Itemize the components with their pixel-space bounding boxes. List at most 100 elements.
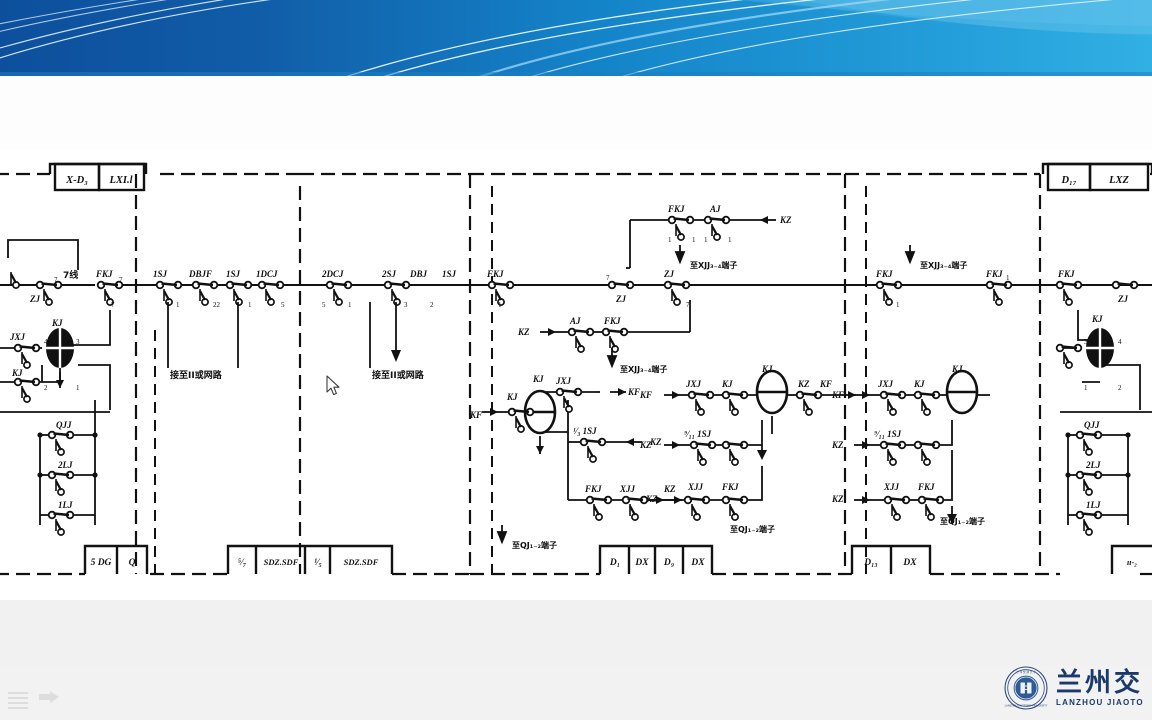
contact-label-ZJ-b: ZJ [615,294,626,304]
contact-label-1LJ-far: 1LJ [1086,500,1101,510]
terminal-label-KZ-b: KZ [517,327,530,337]
box-label-LXI: LXI.l [108,175,132,186]
svg-text:2: 2 [430,301,434,309]
center-relay-group: KJ JXJ KJ KF KF ¹⁄₃ 1SJ KZ FKJ XJJ KZ [469,374,683,522]
contact-label-half-1SJ-r: ⁹⁄₁₁ 1SJ [684,429,712,439]
terminal-label-KF-e: KF [831,390,844,400]
contact-label-AJ-up: AJ [709,204,721,214]
terminal-label-KZ-r2: KZ [645,494,658,504]
terminal-label-KZ-d: KZ [663,484,676,494]
contact-label-FKJ: FKJ [95,269,113,279]
svg-text:1: 1 [896,301,900,309]
contact-label-XJJ-rp: XJJ [883,482,900,492]
contact-label-JXJ-center: JXJ [555,376,572,386]
box-label-SDZSDF-2: SDZ.SDF [344,557,379,567]
contact-label-2LJ: 2LJ [57,460,73,470]
contact-label-FKJ-up: FKJ [667,204,685,214]
box-label-5DG: 5 DG [91,558,112,568]
contact-label-FKJ-c: FKJ [875,269,893,279]
mouse-cursor [326,375,340,396]
right-middle-relay-group: KF JXJ KJ KJ KZ KF KZ ⁹⁄₁₁ 1SJ KZ XJJ FK… [639,364,857,522]
contact-label-QJJ: QJJ [56,420,72,430]
contact-label-AJ-lo: AJ [569,316,581,326]
relay-label-KJ-far: KJ [1091,314,1103,324]
contact-label-1SJ: 1SJ [153,269,168,279]
svg-text:7: 7 [686,301,690,309]
contact-label-FKJ-rp: FKJ [917,482,935,492]
contact-label-2LJ-far: 2LJ [1085,460,1101,470]
svg-text:1: 1 [1084,384,1088,392]
svg-text:1: 1 [704,236,708,244]
contact-label-2SJ: 2SJ [381,269,397,279]
svg-text:1: 1 [692,236,696,244]
banner-graphic [0,0,1152,76]
relay-label-KJ-center: KJ [532,374,544,384]
svg-text:1: 1 [76,384,80,392]
relay-label-KJ-rp: KJ [913,379,925,389]
contact-label-XJJ-r: XJJ [687,482,704,492]
svg-text:5: 5 [281,301,285,309]
contact-label-ZJ-d: ZJ [1117,294,1128,304]
bus-label-7line: 7线 [63,269,78,281]
terminal-label-KF-d: KF [819,379,832,389]
svg-text:1: 1 [348,301,352,309]
contact-label-half-1SJ: ¹⁄₃ 1SJ [573,426,597,436]
box-label-DX-1: DX [634,558,649,568]
contact-label-DBJF: DBJF [188,269,212,279]
svg-text:1: 1 [498,301,502,309]
contact-label-JXJ-rp: JXJ [877,379,894,389]
relay-label-KJ-r2: KJ [761,364,773,374]
svg-text:7: 7 [54,276,58,284]
terminal-label-KZ-r: KZ [639,440,652,450]
contact-label-ZJ-c: ZJ [663,269,674,279]
terminal-label-KZ-rp: KZ [831,440,844,450]
svg-text:5: 5 [322,301,326,309]
box-label-5-7: ⁵⁄₇ [238,558,247,568]
svg-text:22: 22 [213,301,221,309]
terminal-label-KZ: KZ [779,215,792,225]
header-banner [0,0,1152,76]
svg-text:兰 州 交 通 大 学: 兰 州 交 通 大 学 [1016,670,1036,674]
box-label-DX-2: DX [690,558,705,568]
contact-label-2DCJ: 2DCJ [321,269,344,279]
relay-label-KJ-r: KJ [721,379,733,389]
annotation-8: 至QJ₁₋₂端子 [940,516,985,526]
svg-text:2: 2 [1118,384,1122,392]
bottom-toolbar [0,666,1152,720]
box-label-D13: D₁₃ [863,558,878,568]
box-label-Q: Q [129,558,136,568]
contact-label-FKJ-bot: FKJ [584,484,602,494]
svg-text:1: 1 [668,236,672,244]
contact-label-KJ: KJ [11,368,23,378]
svg-text:3: 3 [76,338,80,346]
annotation-2: 接至II或网路 [372,369,425,381]
menu-icon[interactable] [8,692,28,709]
left-switch-ladder: QJJ 2LJ 1LJ [37,400,98,537]
svg-text:LANZHOU JIAOTONG UNIVERSITY: LANZHOU JIAOTONG UNIVERSITY [1005,703,1048,707]
box-label-D9: D₉ [663,558,674,568]
box-label-D17: D₁₇ [1061,175,1077,186]
contact-label-XJJ-bot: XJJ [619,484,636,494]
annotation-5: 至XJJ₃₋₄端子 [920,260,967,270]
contact-label-KJ-center: KJ [506,392,518,402]
box-label-DX-3: DX [902,558,917,568]
box-label-XD3: X-D₃ [65,175,88,186]
annotation-1: 接至II或网路 [170,369,223,381]
rightpanel-relay-group: KF JXJ KJ KJ KZ ⁹⁄₁₁ 1SJ KZ XJJ FKJ [831,364,990,524]
schematic-drawing: ZJ FKJ 7线 1SJ DBJF 1SJ 1DCJ 2DCJ 2SJ DBJ… [0,150,1152,600]
contact-label-1DCJ: 1DCJ [256,269,278,279]
circuit-schematic-image: ZJ FKJ 7线 1SJ DBJF 1SJ 1DCJ 2DCJ 2SJ DBJ… [0,150,1152,600]
contact-label-JXJ: JXJ [9,332,26,342]
svg-text:4: 4 [44,338,48,346]
contact-label-half-1SJ-rp: ⁹⁄₁₁ 1SJ [874,429,902,439]
contact-label-FKJ-b: FKJ [486,269,504,279]
contact-label-JXJ-r: JXJ [685,379,702,389]
contact-label-FKJ-d: FKJ [985,269,1003,279]
contact-label-FKJ-lo: FKJ [603,316,621,326]
annotation-3: 至XJJ₃₋₄端子 [690,260,737,270]
pointer-arrow-icon[interactable] [38,690,60,708]
